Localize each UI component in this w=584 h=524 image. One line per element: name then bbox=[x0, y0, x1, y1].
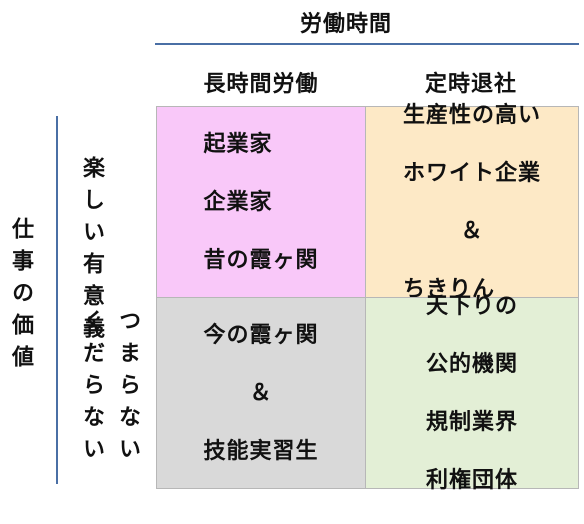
cell-line: 利権団体 bbox=[425, 467, 518, 493]
column-header-long-hours: 長時間労働 bbox=[203, 72, 319, 97]
left-axis-line bbox=[56, 116, 58, 484]
row-label-row1: 楽しい有意義 bbox=[73, 156, 109, 348]
cell-line: 技能実習生 bbox=[203, 438, 319, 464]
quadrant-bottom-right-text: 天下りの 公的機関 規制業界 利権団体 bbox=[426, 263, 518, 524]
cell-line: 生産性の高い bbox=[402, 102, 541, 128]
row-label-meaningful: 有意義 bbox=[79, 252, 104, 348]
axis-title-work-value: 仕事の価値 bbox=[8, 217, 33, 377]
row-label-row2: つまらないくだらない bbox=[73, 309, 145, 499]
cell-line: 天下りの bbox=[425, 293, 518, 319]
quadrant-bottom-left-text: 今の霞ヶ関 ＆ 技能実習生 bbox=[203, 292, 318, 495]
row-label-silly: くだらない bbox=[79, 309, 104, 469]
cell-line: ホワイト企業 bbox=[402, 160, 541, 186]
cell-line: ＆ bbox=[249, 380, 273, 406]
top-axis-line bbox=[155, 43, 579, 45]
axis-title-labor-hours: 労働時間 bbox=[300, 12, 393, 37]
cell-line: 規制業界 bbox=[425, 409, 518, 435]
cell-line: 昔の霞ヶ関 bbox=[203, 247, 319, 273]
quadrant-bottom-right: 天下りの 公的機関 規制業界 利権団体 bbox=[365, 294, 579, 493]
row-label-boring: つまらない bbox=[115, 309, 140, 469]
cell-line: 今の霞ヶ関 bbox=[203, 322, 319, 348]
cell-line: 起業家 bbox=[203, 131, 273, 157]
quadrant-bottom-left: 今の霞ヶ関 ＆ 技能実習生 bbox=[156, 297, 366, 489]
cell-line: ＆ bbox=[460, 218, 484, 244]
row-label-fun: 楽しい bbox=[79, 156, 104, 252]
column-header-on-time: 定時退社 bbox=[424, 72, 517, 97]
quadrant-top-left-text: 起業家 企業家 昔の霞ヶ関 bbox=[203, 101, 318, 304]
cell-line: 公的機関 bbox=[425, 351, 518, 377]
cell-line: 企業家 bbox=[203, 189, 273, 215]
quadrant-top-left: 起業家 企業家 昔の霞ヶ関 bbox=[156, 106, 366, 298]
